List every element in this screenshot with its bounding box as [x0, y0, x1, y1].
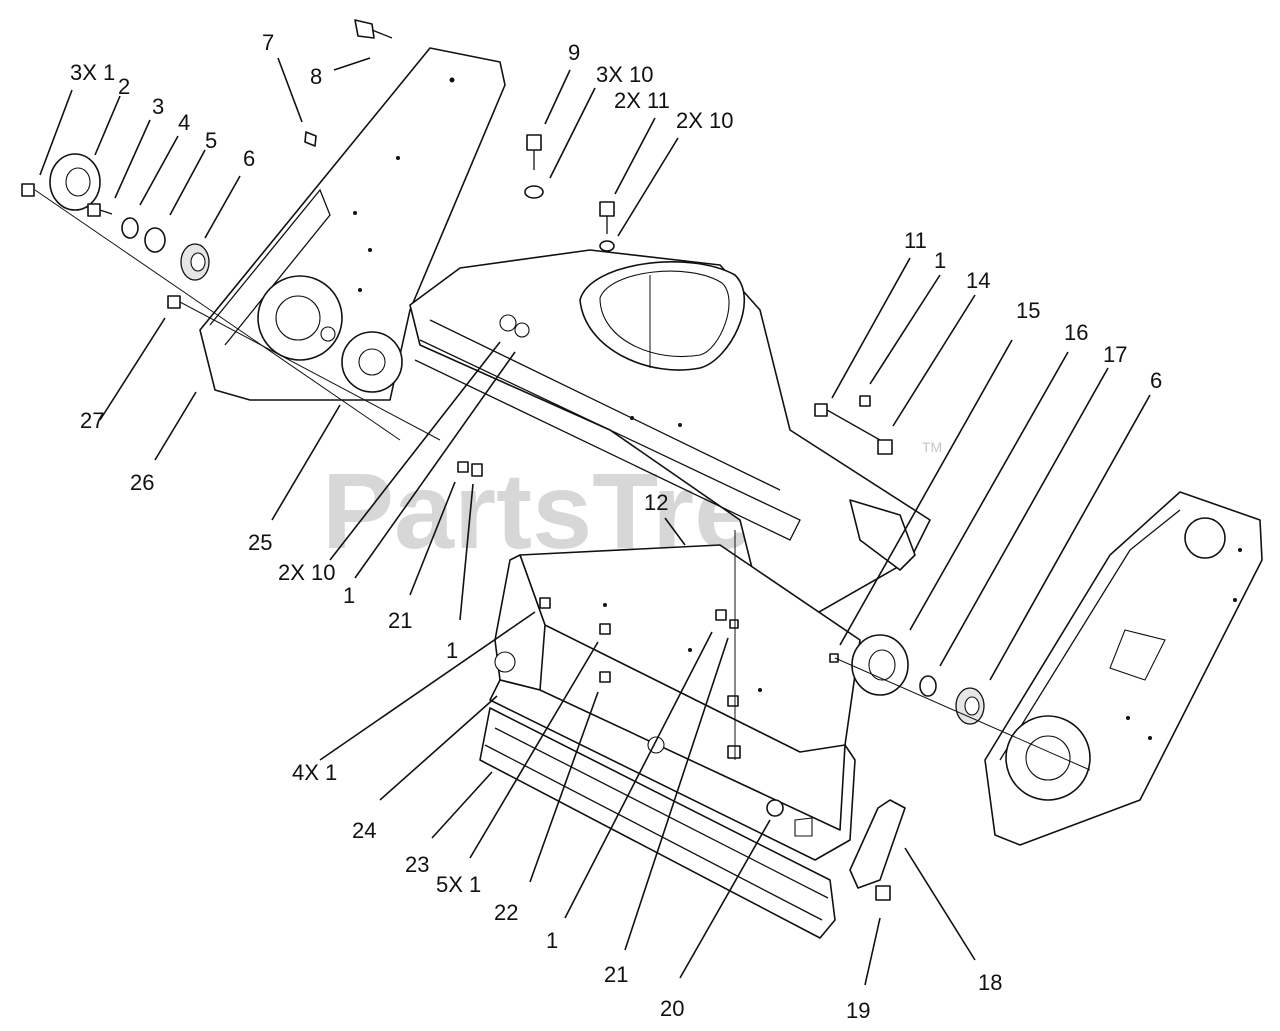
callout-8: 8	[310, 64, 322, 89]
callout-16: 16	[1064, 320, 1088, 345]
hardware-fasteners	[21, 19, 893, 901]
callout-2x11: 2X 11	[614, 88, 670, 113]
callout-1-left: 1	[446, 638, 458, 663]
callout-4: 4	[178, 110, 190, 135]
callout-11: 11	[904, 228, 927, 253]
callout-3: 3	[152, 94, 164, 119]
callout-12: 12	[644, 490, 668, 515]
callout-20: 20	[660, 996, 684, 1021]
callout-1-bottom: 1	[546, 928, 558, 953]
callout-25: 25	[248, 530, 272, 555]
callout-3x1: 3X 1	[70, 60, 115, 85]
auger-housing	[409, 249, 931, 641]
callout-18: 18	[978, 970, 1002, 995]
scraper-bar	[479, 707, 836, 939]
skid-shoe	[849, 799, 906, 889]
callout-15: 15	[1016, 298, 1040, 323]
callout-23: 23	[405, 852, 429, 877]
callout-5: 5	[205, 128, 217, 153]
callout-22: 22	[494, 900, 518, 925]
callout-21-bottom: 21	[604, 962, 628, 987]
left-side-plate	[199, 47, 506, 401]
right-side-plate	[984, 491, 1263, 846]
callout-14: 14	[966, 268, 990, 293]
leader-lines	[39, 57, 1151, 986]
callout-24: 24	[352, 818, 376, 843]
callout-4x1: 4X 1	[292, 760, 337, 785]
callout-21-left: 21	[388, 608, 412, 633]
callout-2x10-top: 2X 10	[676, 108, 734, 133]
callout-26: 26	[130, 470, 154, 495]
callout-6-right: 6	[1150, 368, 1162, 393]
right-bearing-stack	[851, 634, 985, 725]
left-bearing-stack	[49, 153, 210, 281]
callout-17: 17	[1103, 342, 1127, 367]
watermark-trademark: TM	[922, 439, 942, 455]
callout-6-left: 6	[243, 146, 255, 171]
callout-7: 7	[262, 30, 274, 55]
callout-1-mid: 1	[343, 583, 355, 608]
callout-1-top: 1	[934, 248, 946, 273]
callout-9: 9	[568, 40, 580, 65]
callout-2: 2	[118, 74, 130, 99]
callout-labels: 3X 1 2 3 4 5 6 7 8 9 3X 10 2X 11 2X 10 1…	[70, 30, 1162, 1023]
callout-2x10-bottom: 2X 10	[278, 560, 336, 585]
callout-19: 19	[846, 998, 870, 1023]
callout-5x1: 5X 1	[436, 872, 481, 897]
callout-3x10: 3X 10	[596, 62, 654, 87]
alignment-lines	[34, 189, 1091, 771]
callout-27: 27	[80, 408, 104, 433]
